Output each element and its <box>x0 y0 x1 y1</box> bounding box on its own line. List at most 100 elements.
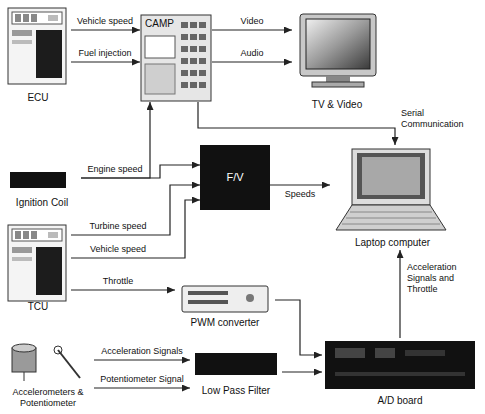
camp-art <box>181 46 188 52</box>
node-label: Laptop computer <box>355 237 430 249</box>
signal-label: Acceleration Signals and Throttle <box>406 262 472 294</box>
pwm-converter-art <box>188 291 228 295</box>
laptop-art <box>342 224 440 225</box>
camp-art <box>190 70 197 76</box>
node-label: F/V <box>226 171 243 184</box>
pwm-converter-art <box>182 286 268 312</box>
camp-art <box>199 46 206 52</box>
laptop-art <box>352 149 430 205</box>
node-label: ECU <box>27 92 48 104</box>
signal-label: Fuel injection <box>77 48 132 59</box>
signal-arrow <box>71 200 200 258</box>
signal-label: Speeds <box>284 189 317 200</box>
camp-unit: CAMP <box>140 14 212 102</box>
signal-label: Throttle <box>102 276 135 287</box>
camp-art <box>181 70 188 76</box>
ignition-coil-art <box>10 172 66 188</box>
ad-board-art <box>335 372 465 376</box>
camp-art <box>190 58 197 64</box>
low-pass-filter-art <box>195 353 277 375</box>
camp-art <box>145 36 175 58</box>
ignition-coil-art <box>10 172 66 188</box>
node-label: A/D board <box>377 395 422 407</box>
ad-board-art <box>375 348 395 358</box>
signal-label: Vehicle speed <box>76 16 134 27</box>
camp-art <box>190 46 197 52</box>
laptop-art <box>346 218 436 219</box>
camp-art <box>199 22 206 28</box>
camp-art <box>199 58 206 64</box>
tv-art <box>300 14 376 76</box>
signal-arrow <box>81 102 150 178</box>
camp-art <box>190 82 197 88</box>
node-label: PWM converter <box>191 317 260 329</box>
signal-arrow <box>71 185 200 235</box>
signal-label: Vehicle speed <box>89 244 147 255</box>
node-label: TV & Video <box>312 99 362 111</box>
pwm-converter-art <box>246 294 254 302</box>
camp-art <box>181 34 188 40</box>
signal-label: Engine speed <box>86 164 143 175</box>
laptop-art <box>336 149 446 230</box>
accelerometer-art <box>12 344 36 352</box>
camp-art <box>181 58 188 64</box>
signal-arrow <box>270 184 330 185</box>
signal-arrow <box>198 102 395 145</box>
laptop-art <box>336 205 446 230</box>
signal-arrow <box>71 289 175 290</box>
tv-monitor: TV & Video <box>292 8 382 112</box>
low-pass-filter-art <box>195 353 277 375</box>
camp-art <box>190 22 197 28</box>
signal-label: Acceleration Signals <box>100 346 184 357</box>
signal-arrow <box>212 29 292 30</box>
low-pass-filter: Low Pass Filter <box>190 350 282 398</box>
ecu-unit: ECU <box>5 5 71 105</box>
tv-art <box>300 14 376 87</box>
signal-label: Video <box>240 16 265 27</box>
camp-art <box>181 22 188 28</box>
laptop-art <box>357 153 425 199</box>
ad-board-art <box>325 341 475 389</box>
ad-board: A/D board <box>322 338 478 408</box>
camp-art <box>190 34 197 40</box>
ad-board-art <box>325 341 475 389</box>
tv-art <box>306 19 370 69</box>
camp-art <box>141 15 211 101</box>
signal-label: Potentiometer Signal <box>99 374 185 385</box>
tv-art <box>312 82 364 87</box>
ad-board-art <box>335 348 365 358</box>
signal-arrow <box>275 300 322 355</box>
signal-arrow <box>81 165 200 178</box>
signal-label: Audio <box>239 48 264 59</box>
camp-art <box>199 70 206 76</box>
tcu-art <box>8 225 66 301</box>
camp-art <box>199 82 206 88</box>
tv-art <box>326 76 350 82</box>
camp-art <box>181 82 188 88</box>
ignition-coil: Ignition Coil <box>3 168 81 210</box>
node-label: Ignition Coil <box>16 197 68 209</box>
accelerometer-art <box>12 344 36 381</box>
signal-arrow <box>282 371 322 372</box>
signal-label: Turbine speed <box>88 221 147 232</box>
ad-board-art <box>405 350 445 356</box>
pwm-converter-art <box>188 300 228 304</box>
signal-arrow <box>71 61 140 62</box>
fv-converter: F/V <box>200 145 270 210</box>
tcu-unit: TCU <box>5 222 71 314</box>
laptop-art <box>362 157 420 195</box>
node-label: Low Pass Filter <box>202 385 270 397</box>
laptop-computer: Laptop computer <box>330 145 455 250</box>
ecu-art <box>8 8 66 84</box>
camp-art <box>141 15 211 101</box>
signal-label: Serial Communication <box>400 108 474 130</box>
potentiometer-art <box>54 346 80 378</box>
signal-arrow <box>94 387 190 388</box>
pwm-converter-art <box>182 286 268 312</box>
node-label: TCU <box>28 301 49 313</box>
tcu-art <box>8 225 66 301</box>
sensor-group: Accelerometers & Potentiometer <box>2 336 94 410</box>
potentiometer-art <box>58 350 80 378</box>
node-label: CAMP <box>145 18 174 30</box>
